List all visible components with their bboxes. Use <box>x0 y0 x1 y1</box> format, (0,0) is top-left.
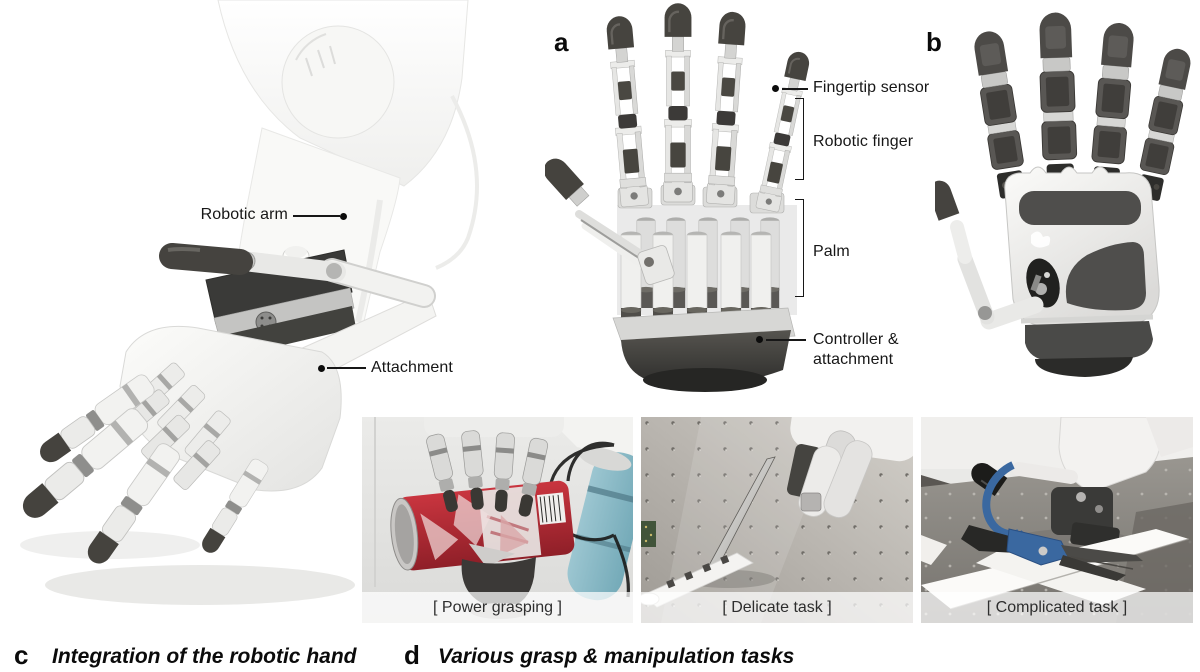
panel-letter-b: b <box>926 27 942 57</box>
photo-power-grasping: [ Power grasping ] <box>362 417 633 623</box>
leader-controller <box>766 339 806 341</box>
leader-attachment <box>327 367 366 369</box>
dot-controller <box>756 336 763 343</box>
dot-fingertip-sensor <box>772 85 779 92</box>
photo-caption-delicate-task: [ Delicate task ] <box>641 592 913 623</box>
bracket-robotic-finger <box>795 98 804 180</box>
photo-delicate-task: [ Delicate task ] <box>641 417 913 623</box>
photo-complicated-task: [ Complicated task ] <box>921 417 1193 623</box>
bracket-palm <box>795 199 804 297</box>
caption-tasks: Various grasp & manipulation tasks <box>438 645 795 668</box>
label-robotic-arm: Robotic arm <box>200 206 288 223</box>
photo-caption-power-grasping: [ Power grasping ] <box>362 592 633 623</box>
caption-integration: Integration of the robotic hand <box>52 645 357 668</box>
label-palm: Palm <box>813 243 850 260</box>
label-attachment: Attachment <box>371 359 453 376</box>
label-controller-attachment: Controller & attachment <box>813 330 899 370</box>
panel-letter-c: c <box>14 640 29 670</box>
label-robotic-finger: Robotic finger <box>813 133 914 150</box>
photo-caption-complicated-task: [ Complicated task ] <box>921 592 1193 623</box>
dot-attachment <box>318 365 325 372</box>
panel-letter-a: a <box>554 27 569 57</box>
integration-photo-illustration <box>16 0 479 605</box>
leader-robotic-arm <box>293 215 340 217</box>
hand-covered-illustration <box>935 11 1195 377</box>
hand-skeleton-illustration <box>545 2 810 392</box>
label-controller-line1: Controller & <box>813 331 899 348</box>
panel-letter-d: d <box>404 640 420 670</box>
dot-robotic-arm <box>340 213 347 220</box>
leader-fingertip-sensor <box>782 88 808 90</box>
label-controller-line2: attachment <box>813 351 894 368</box>
label-fingertip-sensor: Fingertip sensor <box>813 79 930 96</box>
